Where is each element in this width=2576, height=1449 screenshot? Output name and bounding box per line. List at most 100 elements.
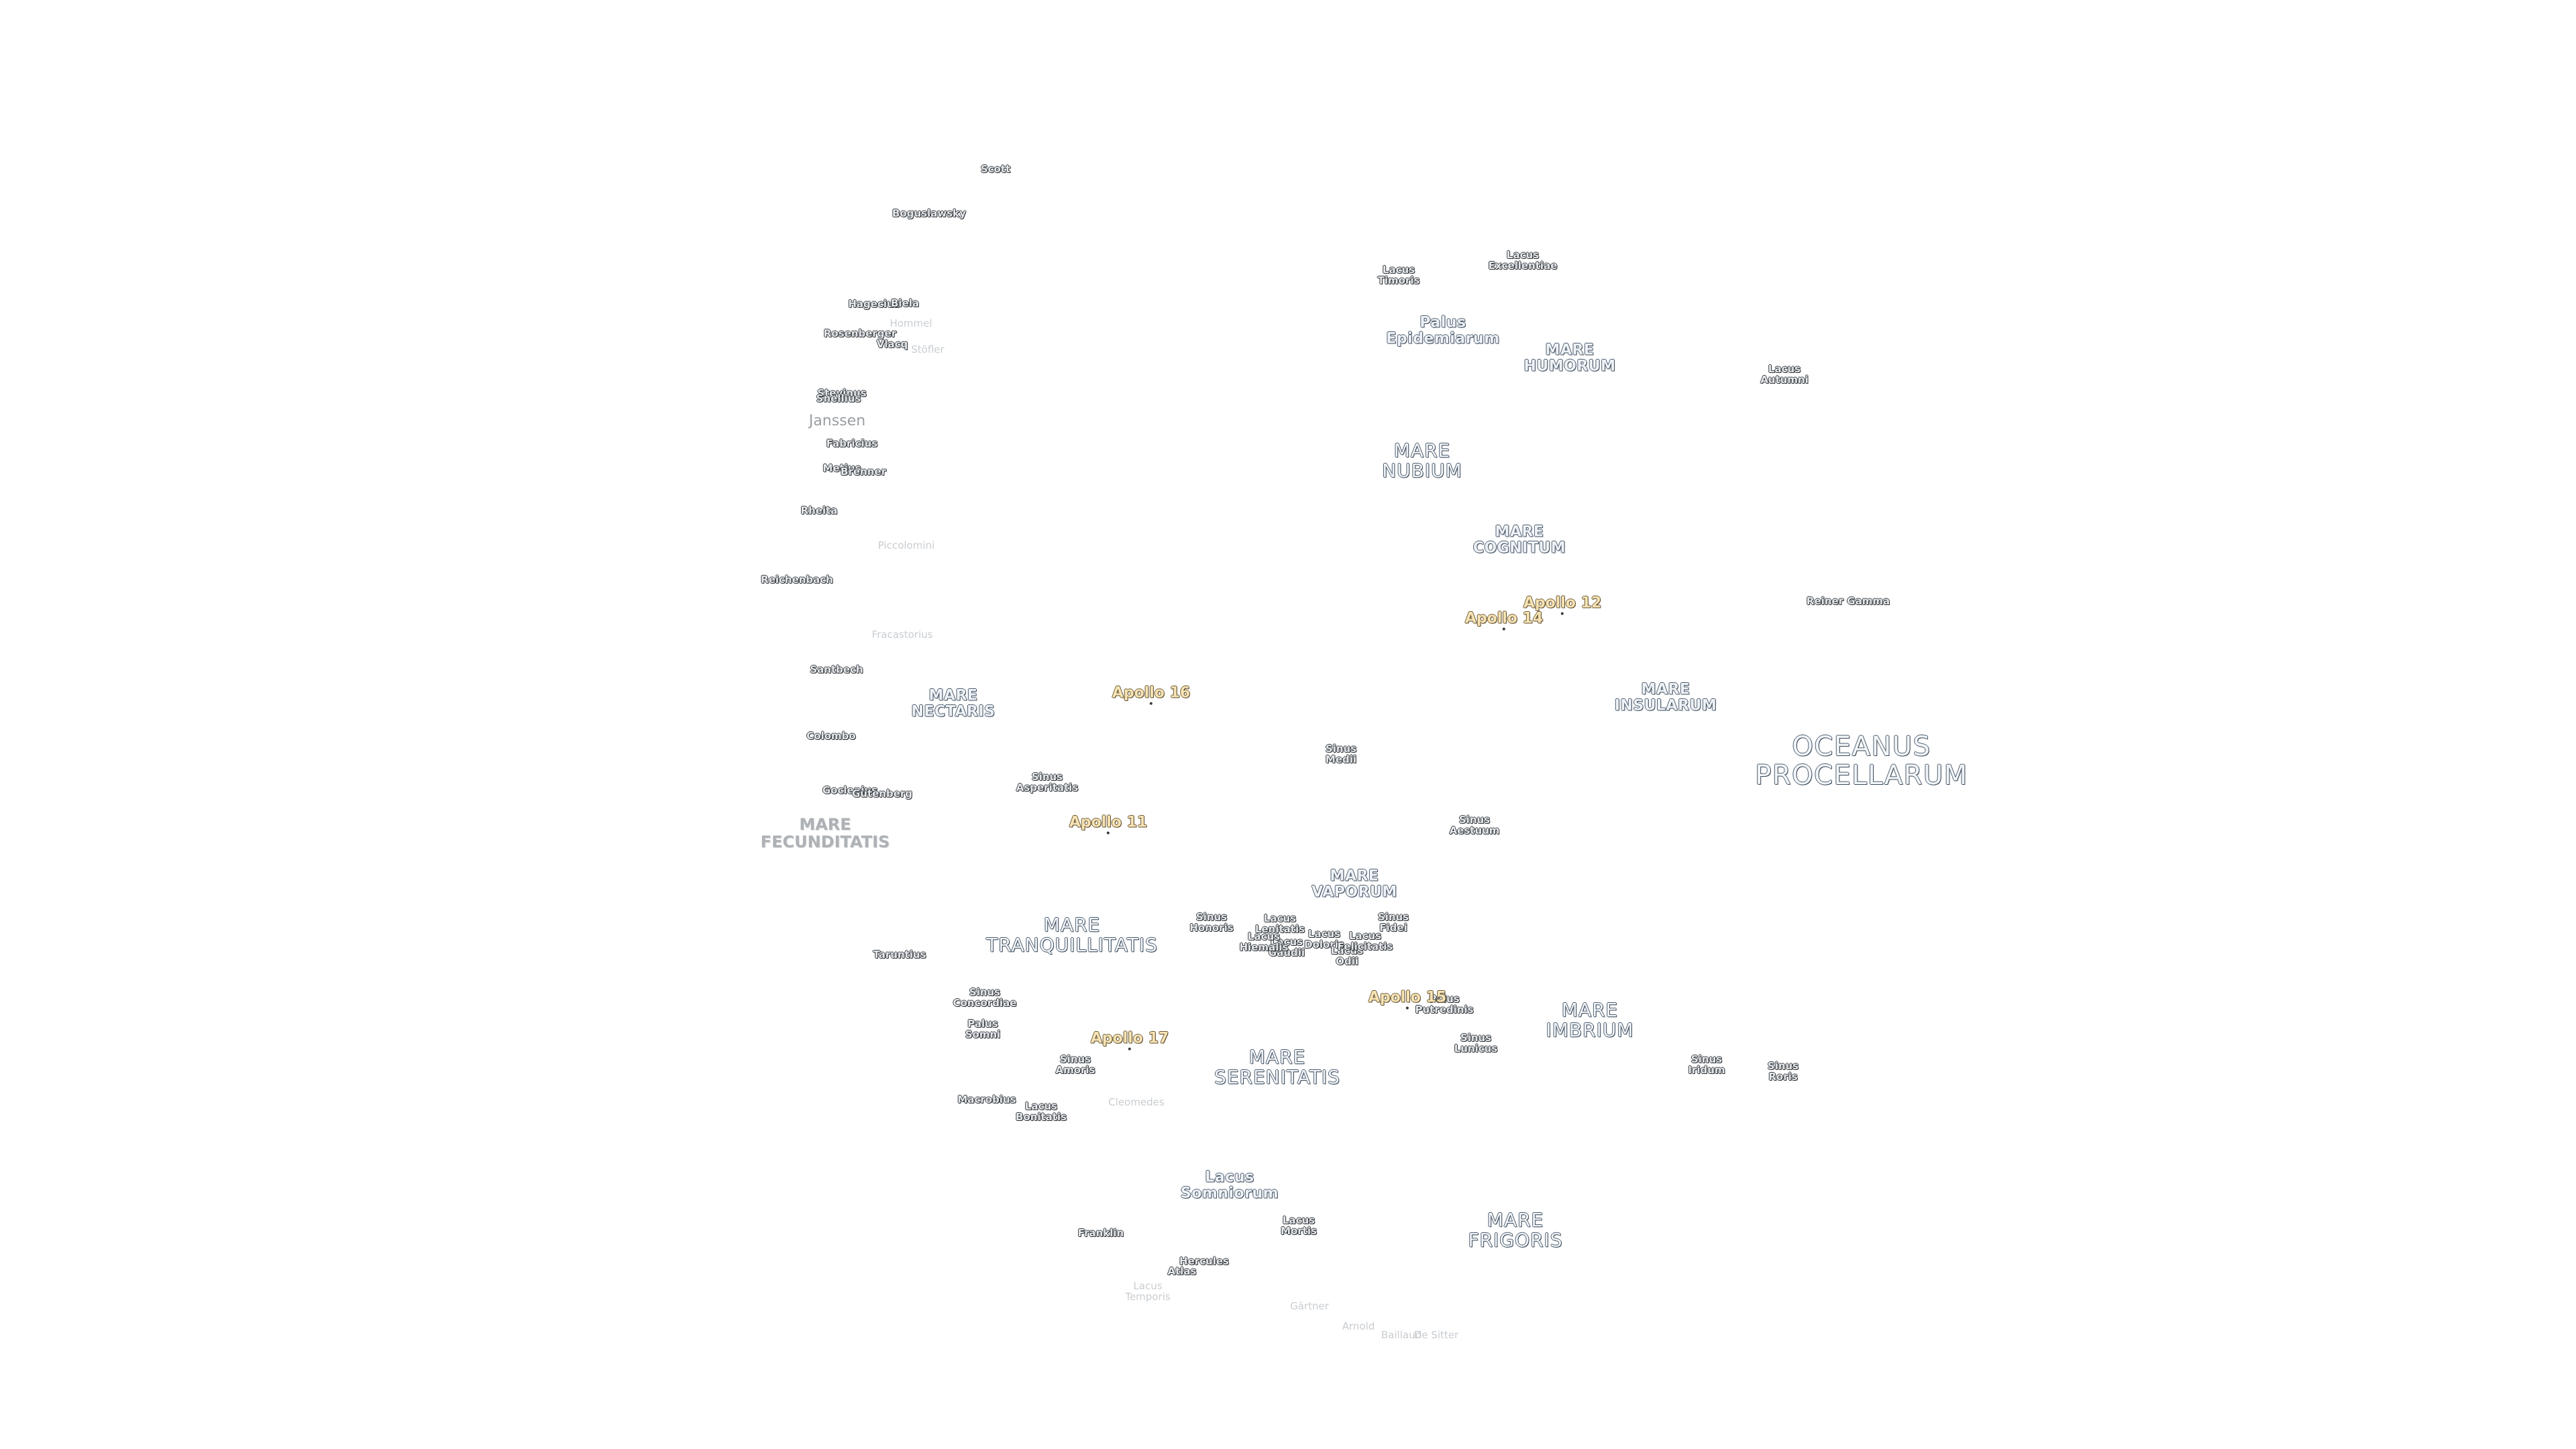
- label-mare-vaporum[interactable]: MARE VAPORUM: [1311, 868, 1397, 900]
- label-fracastorius[interactable]: Fracastorius: [872, 629, 933, 640]
- label-text: Taruntius: [873, 948, 926, 961]
- label-piccolomini[interactable]: Piccolomini: [878, 540, 934, 551]
- label-vlacq[interactable]: Vlacq: [877, 339, 908, 350]
- label-sinus-concordiae[interactable]: Sinus Concordiae: [953, 985, 1017, 1009]
- label-hercules[interactable]: Hercules: [1179, 1256, 1229, 1267]
- label-text: Apollo 15: [1368, 989, 1447, 1006]
- label-apollo-16[interactable]: Apollo 16: [1112, 685, 1190, 705]
- label-stevinus[interactable]: Stevinus: [817, 388, 866, 398]
- label-sinus-asperitatis[interactable]: Sinus Asperitatis: [1016, 770, 1079, 794]
- label-fabricius[interactable]: Fabricius: [826, 438, 877, 449]
- label-text: Lacus Temporis: [1125, 1279, 1171, 1303]
- label-lacus-hiemalis[interactable]: Lacus Hiemalis: [1240, 931, 1289, 953]
- label-santbech[interactable]: Santbech: [810, 664, 863, 675]
- label-apollo-17[interactable]: Apollo 17: [1090, 1030, 1169, 1051]
- label-text: Sinus Concordiae: [953, 985, 1017, 1009]
- label-lacus-somniorum[interactable]: Lacus Somniorum: [1181, 1169, 1279, 1201]
- label-text: Sinus Asperitatis: [1016, 770, 1079, 794]
- label-brenner[interactable]: Brenner: [841, 466, 886, 477]
- label-palus-epidemiarum[interactable]: Palus Epidemiarum: [1386, 315, 1499, 347]
- label-text: Franklin: [1077, 1226, 1124, 1239]
- label-palus-somni[interactable]: Palus Somni: [965, 1018, 1001, 1040]
- label-lacus-temporis[interactable]: Lacus Temporis: [1125, 1279, 1171, 1303]
- label-mare-serenitatis[interactable]: MARE SERENITATIS: [1214, 1046, 1340, 1087]
- label-lacus-felicitatis[interactable]: Lacus Felicitatis: [1338, 930, 1393, 953]
- label-oceanus-procellarum[interactable]: OCEANUS PROCELLARUM: [1755, 732, 1968, 790]
- label-mare-humorum[interactable]: MARE HUMORUM: [1523, 342, 1615, 374]
- label-mare-fecunditatis[interactable]: MARE FECUNDITATIS: [761, 816, 890, 851]
- label-lacus-timoris[interactable]: Lacus Timoris: [1378, 264, 1420, 286]
- label-reiner-gamma[interactable]: Reiner Gamma: [1807, 596, 1890, 606]
- label-mare-frigoris[interactable]: MARE FRIGORIS: [1468, 1210, 1562, 1250]
- label-palus-putredinis[interactable]: Palus Putredinis: [1415, 994, 1473, 1016]
- label-text: MARE NUBIUM: [1382, 439, 1462, 482]
- label-scott[interactable]: Scott: [981, 164, 1010, 174]
- label-mare-imbrium[interactable]: MARE IMBRIUM: [1546, 1000, 1634, 1040]
- label-lacus-bonitatis[interactable]: Lacus Bonitatis: [1016, 1101, 1067, 1123]
- label-sinus-aestuum[interactable]: Sinus Aestuum: [1450, 814, 1500, 837]
- label-sinus-medii[interactable]: Sinus Medii: [1326, 743, 1356, 765]
- label-text: Lacus Hiemalis: [1239, 930, 1289, 953]
- label-apollo-12[interactable]: Apollo 12: [1523, 595, 1601, 615]
- label-text: Apollo 17: [1090, 1030, 1169, 1047]
- label-de-sitter[interactable]: De Sitter: [1414, 1330, 1458, 1340]
- label-sinus-roris[interactable]: Sinus Roris: [1768, 1061, 1799, 1083]
- label-lacus-gaudii[interactable]: Lacus Gaudii: [1268, 935, 1305, 959]
- label-text: Apollo 11: [1069, 814, 1148, 831]
- label-hagecius[interactable]: Hagecius: [848, 299, 900, 309]
- label-baillaud[interactable]: Baillaud: [1381, 1330, 1421, 1340]
- label-arnold[interactable]: Arnold: [1342, 1321, 1375, 1332]
- label-snellius[interactable]: Snellius: [816, 393, 861, 404]
- label-sinus-amoris[interactable]: Sinus Amoris: [1055, 1054, 1095, 1076]
- label-apollo-11[interactable]: Apollo 11: [1069, 814, 1148, 835]
- label-goclenius[interactable]: Goclenius: [822, 785, 877, 796]
- label-text: Vlacq: [876, 337, 908, 350]
- label-gutenberg[interactable]: Gutenberg: [852, 788, 912, 799]
- label-reichenbach[interactable]: Reichenbach: [761, 574, 833, 585]
- label-rheita[interactable]: Rheita: [801, 505, 838, 516]
- label-taruntius[interactable]: Taruntius: [873, 949, 926, 960]
- label-text: Macrobius: [957, 1093, 1016, 1106]
- label-hommel[interactable]: Hommel: [890, 318, 932, 329]
- label-text: Gärtner: [1290, 1299, 1329, 1312]
- label-biela[interactable]: Biela: [891, 298, 919, 309]
- label-janssen[interactable]: Janssen: [809, 413, 865, 429]
- label-lacus-odii[interactable]: Lacus Odii: [1331, 945, 1363, 967]
- label-mare-nectaris[interactable]: MARE NECTARIS: [912, 688, 996, 720]
- label-stoefler[interactable]: Stöfler: [911, 344, 944, 355]
- label-lacus-doloris[interactable]: Lacus Doloris: [1304, 928, 1344, 951]
- label-mare-insularum[interactable]: MARE INSULARUM: [1615, 682, 1717, 714]
- label-mare-cognitum[interactable]: MARE COGNITUM: [1473, 524, 1566, 556]
- label-lacus-mortis[interactable]: Lacus Mortis: [1281, 1215, 1317, 1237]
- label-lacus-autumni[interactable]: Lacus Autumni: [1760, 364, 1809, 386]
- label-text: Stevinus: [817, 386, 867, 399]
- label-text: Fracastorius: [871, 628, 933, 641]
- label-mare-tranquillitatis[interactable]: MARE TRANQUILLITATIS: [986, 914, 1158, 955]
- label-apollo-15[interactable]: Apollo 15: [1368, 989, 1447, 1010]
- label-lacus-excellentiae[interactable]: Lacus Excellentiae: [1489, 250, 1558, 272]
- label-text: Palus Somni: [965, 1017, 1001, 1040]
- label-cleomedes[interactable]: Cleomedes: [1108, 1097, 1164, 1108]
- label-text: Lacus Gaudii: [1268, 935, 1305, 959]
- label-text: Palus Epidemiarum: [1386, 314, 1500, 347]
- label-boguslawsky[interactable]: Boguslawsky: [892, 208, 966, 219]
- label-text: MARE INSULARUM: [1614, 681, 1717, 714]
- label-colombo[interactable]: Colombo: [806, 731, 855, 741]
- label-text: Reiner Gamma: [1806, 594, 1890, 607]
- label-text: Santbech: [810, 663, 863, 676]
- label-rosenberger[interactable]: Rosenberger: [824, 328, 896, 339]
- label-franklin[interactable]: Franklin: [1078, 1228, 1124, 1238]
- label-sinus-fidei[interactable]: Sinus Fidei: [1378, 912, 1409, 934]
- label-sinus-lunicus[interactable]: Sinus Lunicus: [1454, 1032, 1498, 1055]
- label-macrobius[interactable]: Macrobius: [957, 1094, 1016, 1105]
- label-gaertner[interactable]: Gärtner: [1290, 1301, 1329, 1311]
- label-atlas[interactable]: Atlas: [1168, 1266, 1197, 1277]
- label-sinus-iridum[interactable]: Sinus Iridum: [1688, 1054, 1725, 1076]
- label-metius[interactable]: Metius: [822, 463, 861, 474]
- label-mare-nubium[interactable]: MARE NUBIUM: [1382, 439, 1462, 482]
- label-lacus-lenitatis[interactable]: Lacus Lenitatis: [1255, 913, 1305, 935]
- label-apollo-14[interactable]: Apollo 14: [1465, 610, 1543, 631]
- landing-site-marker-icon: [1405, 1006, 1409, 1010]
- label-sinus-honoris[interactable]: Sinus Honoris: [1189, 912, 1233, 934]
